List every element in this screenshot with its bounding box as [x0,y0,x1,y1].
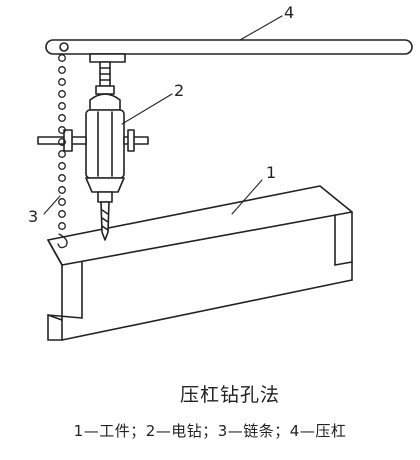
chain [57,54,68,249]
figure-title: 压杠钻孔法 [179,384,280,406]
leader-3 [43,195,61,215]
callout-2: 2 [174,81,184,100]
leader-lines [43,15,283,215]
callout-1: 1 [266,163,276,182]
callout-3: 3 [28,207,38,226]
callout-4: 4 [284,3,294,22]
leader-2 [121,93,173,125]
figure-legend: 1—工件；2—电钻；3—链条；4—压杠 [73,422,347,440]
leader-4 [239,15,283,41]
beam-web [61,211,353,321]
beam-bottom-flange [47,261,353,341]
drilling-diagram: 1 2 3 4 [28,3,413,341]
beam-top-flange-edge [47,239,63,266]
electric-drill [37,93,149,241]
leader-1 [231,179,263,215]
pressure-bar [45,39,413,63]
feed-screw [95,61,115,95]
beam-top-flange [47,185,353,266]
i-beam-workpiece [47,185,353,341]
